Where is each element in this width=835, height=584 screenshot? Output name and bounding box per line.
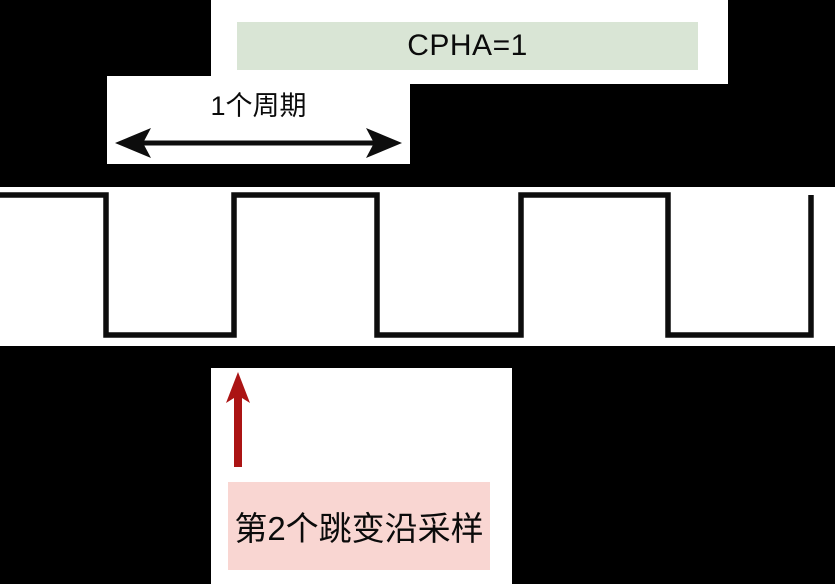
double-arrow-icon bbox=[115, 128, 402, 158]
period-panel: 1个周期 bbox=[107, 76, 410, 164]
sample-panel: 第2个跳变沿采样 bbox=[211, 368, 512, 584]
period-label: 1个周期 bbox=[210, 91, 307, 121]
sample-badge: 第2个跳变沿采样 bbox=[228, 482, 490, 570]
sample-arrow-icon bbox=[226, 372, 250, 467]
cpha-panel: CPHA=1 bbox=[211, 0, 728, 84]
cpha-label: CPHA=1 bbox=[407, 29, 528, 62]
cpha-badge: CPHA=1 bbox=[237, 22, 698, 70]
clock-waveform bbox=[0, 192, 814, 338]
sample-label: 第2个跳变沿采样 bbox=[234, 510, 484, 547]
clock-waveform-path bbox=[0, 192, 814, 338]
clock-waveform-panel bbox=[0, 187, 835, 346]
